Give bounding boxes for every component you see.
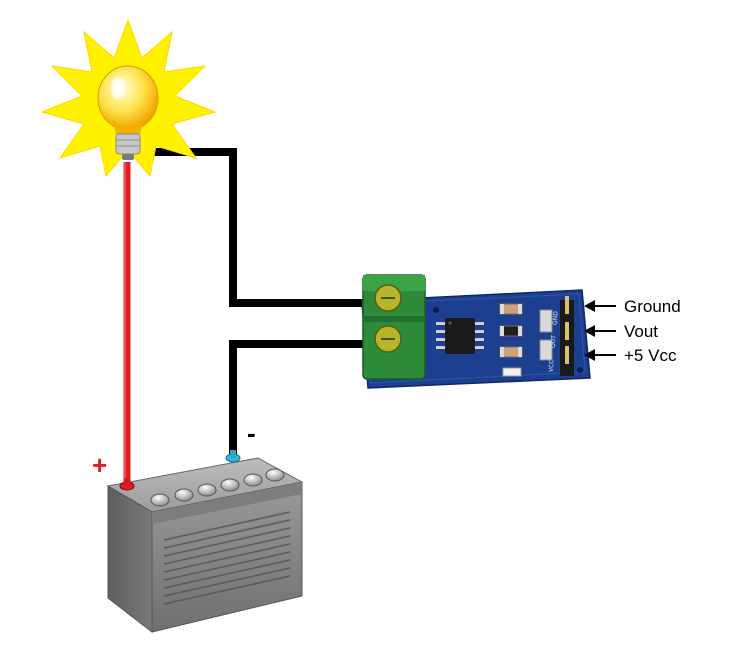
screw-terminal-block bbox=[362, 274, 426, 380]
bulb-to-sensor-wire bbox=[133, 148, 365, 307]
pin-labels: Ground Vout +5 Vcc bbox=[584, 297, 681, 365]
silk-gnd: GND bbox=[552, 311, 559, 325]
sensor-to-battery-negative-wire bbox=[229, 340, 365, 455]
battery-positive-label: + bbox=[92, 450, 107, 480]
smd-components bbox=[499, 303, 553, 377]
vout-pin-label: Vout bbox=[584, 322, 658, 341]
light-bulb-icon bbox=[40, 18, 217, 178]
silk-vcc: VCC bbox=[548, 359, 555, 372]
battery-caps bbox=[150, 468, 285, 507]
pin-vcc bbox=[565, 346, 569, 364]
ground-label: Ground bbox=[624, 297, 681, 316]
battery-grille bbox=[163, 511, 291, 605]
vcc-label: +5 Vcc bbox=[624, 346, 677, 365]
header-pins bbox=[560, 296, 574, 376]
pin-ground bbox=[565, 296, 569, 314]
sensor-ic-chip bbox=[436, 318, 484, 354]
battery-positive-terminal bbox=[119, 478, 135, 491]
vcc-pin-label: +5 Vcc bbox=[584, 346, 677, 365]
silk-out: OUT bbox=[550, 335, 557, 348]
ground-pin-label: Ground bbox=[584, 297, 681, 316]
battery-negative-terminal bbox=[225, 450, 241, 463]
bulb-base bbox=[115, 133, 141, 155]
current-sensor-module: VCC OUT GND bbox=[361, 274, 591, 389]
battery-left-side bbox=[107, 485, 153, 634]
vout-label: Vout bbox=[624, 322, 658, 341]
wires bbox=[123, 148, 365, 482]
battery-negative-label: - bbox=[247, 418, 256, 448]
pin-vout bbox=[565, 322, 569, 340]
battery-icon bbox=[106, 450, 304, 634]
pcb-silkscreen: VCC OUT GND bbox=[548, 311, 559, 372]
